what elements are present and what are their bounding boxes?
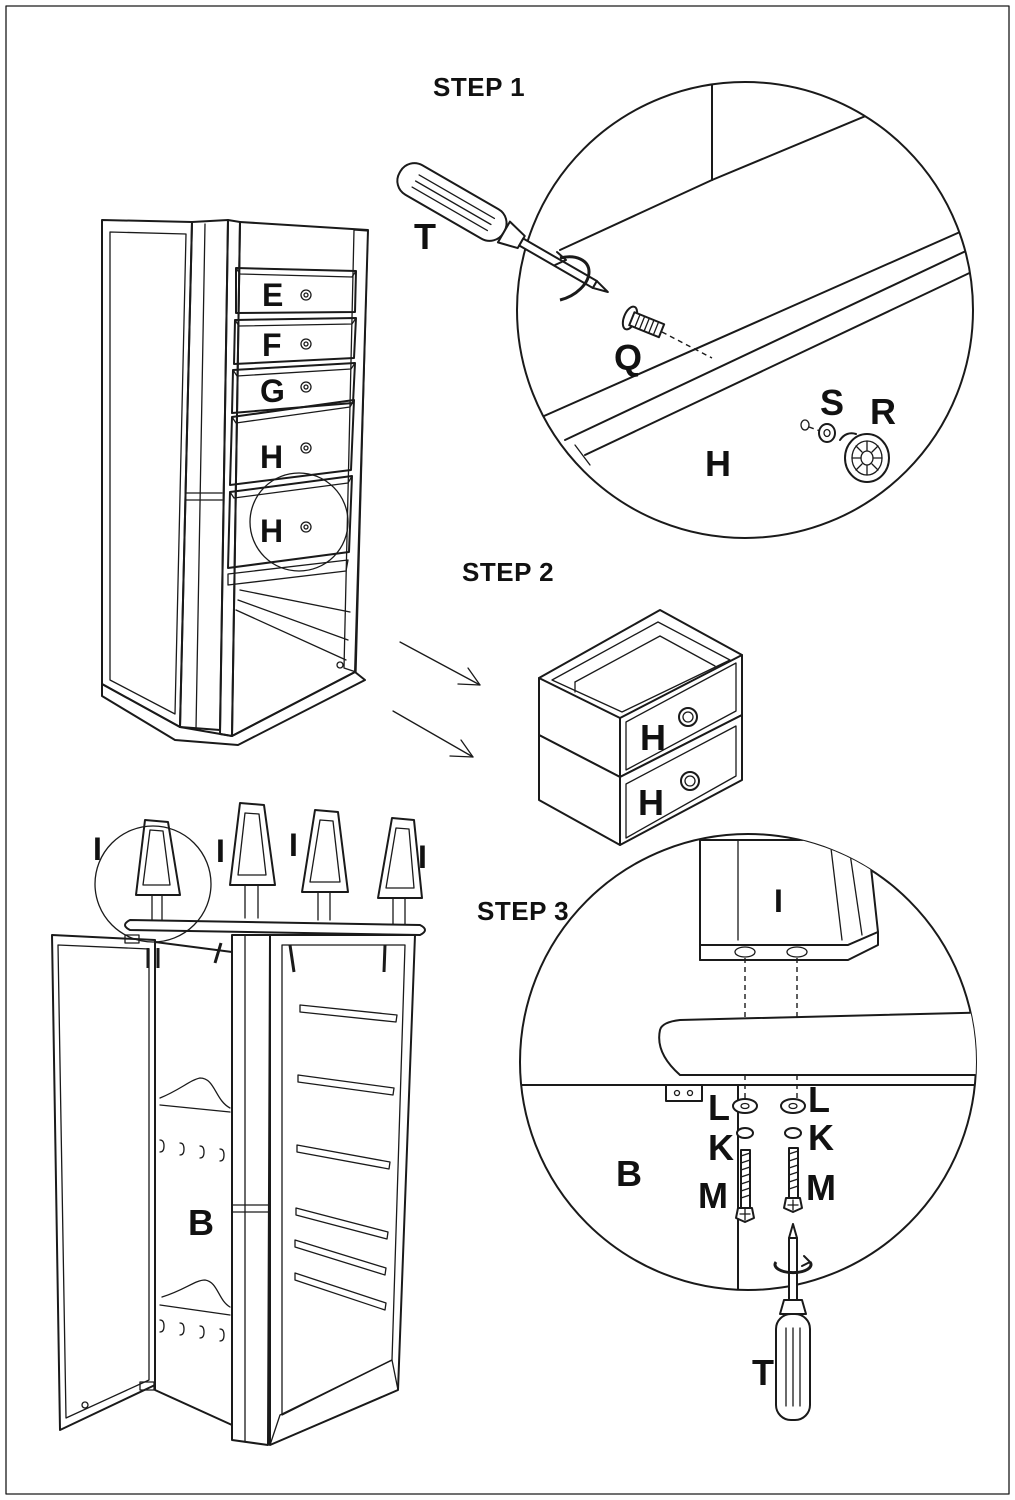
- drawer-label-g: G: [260, 373, 285, 409]
- finial-label-i-2: I: [216, 833, 225, 869]
- step2-drawers-illustration: [538, 609, 743, 846]
- screw-q-icon: [621, 305, 713, 359]
- lock-washer-label-k-left: K: [708, 1127, 734, 1168]
- step2-drawer-label-bottom: H: [638, 782, 664, 823]
- door-label-b: B: [188, 1202, 214, 1243]
- step1-drawer-label-h: H: [705, 443, 731, 484]
- screwdriver-tool-step1: [396, 162, 609, 302]
- cabinet-illustration: [101, 219, 369, 746]
- step3-callout-circle: [94, 825, 212, 943]
- drawer-label-f: F: [262, 327, 282, 363]
- step3-body-label-b: B: [616, 1153, 642, 1194]
- flow-arrows: [392, 641, 481, 758]
- washer-label-l-left: L: [708, 1087, 730, 1128]
- step1-tool-label-t: T: [414, 216, 436, 257]
- finial-label-i-3: I: [289, 827, 298, 863]
- lock-washer-label-k-right: K: [808, 1117, 834, 1158]
- step1-screw-label-q: Q: [614, 337, 642, 378]
- step3-bolt-closeup: [520, 839, 976, 1290]
- step1-detail-circle: [516, 81, 974, 539]
- step3-tool-label-t: T: [752, 1352, 774, 1393]
- step3-top-label-i: I: [774, 883, 783, 919]
- drawer-label-e: E: [262, 277, 283, 313]
- finial-label-i-4: I: [418, 839, 427, 875]
- drawer-label-h-upper: H: [260, 439, 283, 475]
- washer-label-l-right: L: [808, 1079, 830, 1120]
- step2-drawer-label-top: H: [640, 717, 666, 758]
- drawer-label-h-lower: H: [260, 513, 283, 549]
- top-finials-illustration: [94, 802, 423, 973]
- screwdriver-tool-step3: [773, 1223, 813, 1421]
- detail-callout-circle: [249, 472, 349, 572]
- step1-washer-label-s: S: [820, 382, 844, 423]
- bolt-label-m-right: M: [806, 1167, 836, 1208]
- page-border: [5, 5, 1010, 1495]
- step1-title: STEP 1: [433, 72, 525, 102]
- knob-assembly-icon: [800, 419, 890, 483]
- finial-label-i-1: I: [93, 831, 102, 867]
- step3-title: STEP 3: [477, 896, 569, 926]
- step1-drawer-closeup: [534, 82, 973, 466]
- step1-knob-label-r: R: [870, 391, 896, 432]
- bolt-label-m-left: M: [698, 1175, 728, 1216]
- step3-cabinet-illustration: [51, 919, 426, 1446]
- step2-title: STEP 2: [462, 557, 554, 587]
